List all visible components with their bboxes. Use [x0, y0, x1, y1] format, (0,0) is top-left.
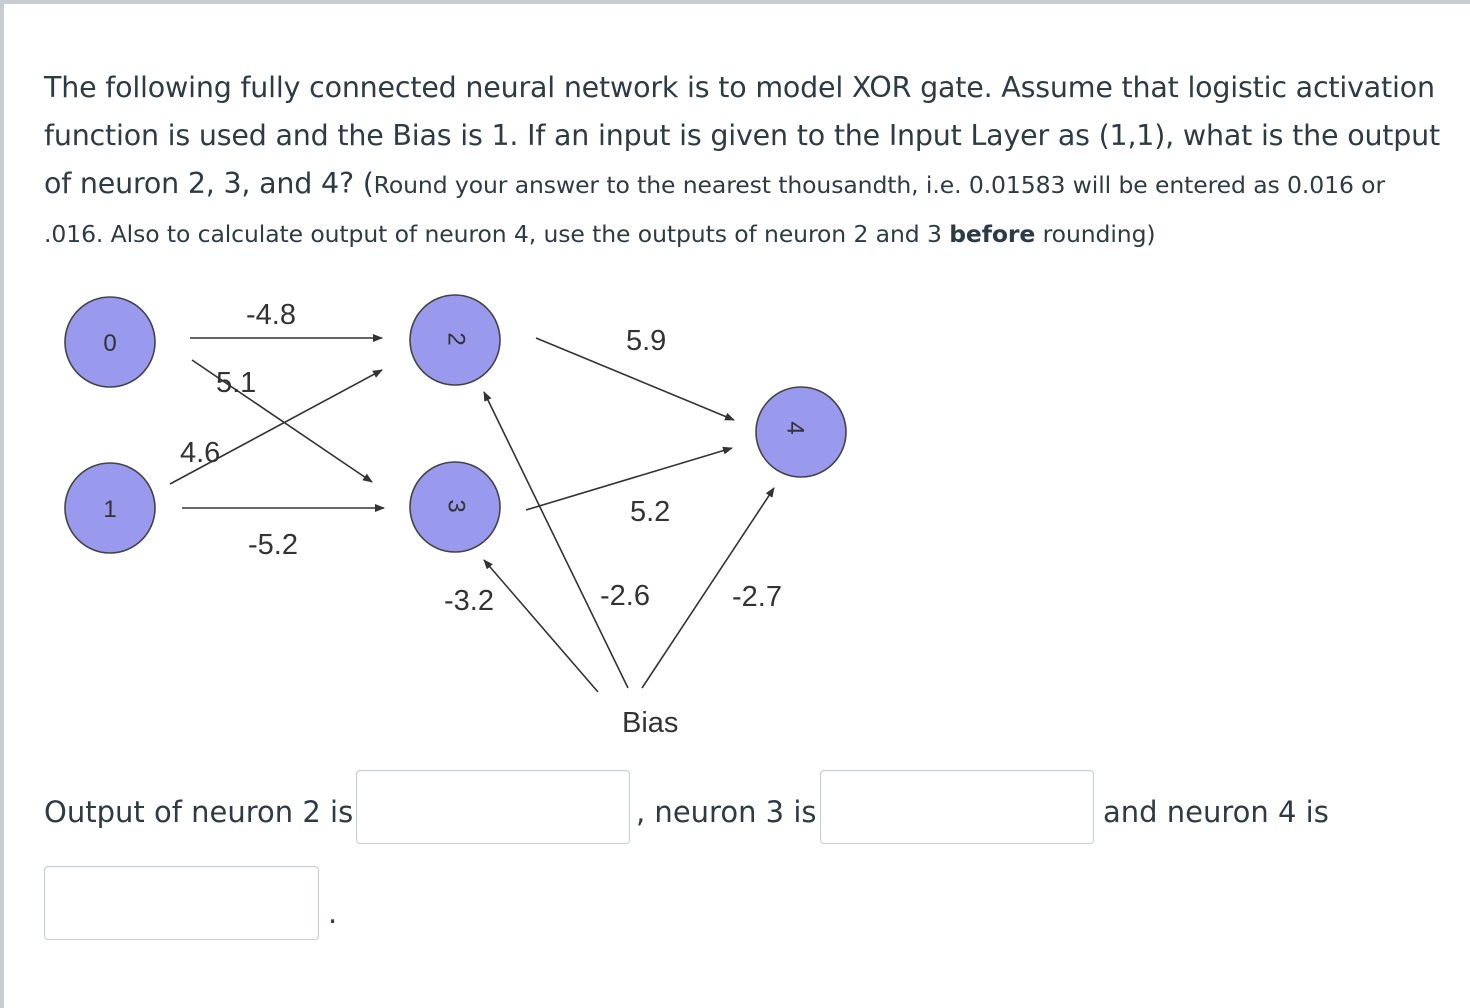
question-note-pre: Round your answer to the nearest thousan… — [44, 171, 1386, 248]
neuron-2-prompt: Output of neuron 2 is — [44, 795, 354, 829]
weight-bias-2: -2.6 — [600, 580, 650, 612]
neuron-2-label: 2 — [443, 332, 470, 345]
neuron-0-label: 0 — [103, 330, 116, 357]
question-main: The following fully connected neural net… — [44, 71, 1441, 200]
question-note-post: rounding) — [1035, 220, 1156, 248]
weight-0-3: 5.1 — [216, 367, 256, 399]
neuron-1 — [64, 462, 156, 554]
left-border — [0, 0, 4, 1008]
edge-3-4 — [525, 446, 733, 511]
neuron-2 — [409, 294, 501, 386]
neuron-4-label: 4 — [782, 421, 809, 434]
edge-2-4 — [535, 337, 735, 421]
neuron-3 — [409, 461, 501, 553]
edge-bias-2 — [483, 391, 629, 689]
weight-0-2: -4.8 — [246, 299, 296, 331]
weight-3-4: 5.2 — [630, 496, 670, 528]
edges — [169, 334, 775, 693]
edge-bias-3 — [483, 559, 599, 693]
neuron-3-label: 3 — [443, 499, 470, 512]
neurons — [64, 294, 847, 554]
neuron-4-answer-input[interactable] — [44, 866, 319, 940]
question-text: The following fully connected neural net… — [44, 64, 1444, 258]
weight-1-2: 4.6 — [180, 437, 220, 469]
end-period: . — [328, 896, 338, 930]
neuron-2-answer-input[interactable] — [356, 770, 630, 844]
neuron-3-prompt: , neuron 3 is — [636, 795, 817, 829]
weight-1-3: -5.2 — [248, 529, 298, 561]
top-border — [0, 0, 1470, 4]
weight-labels: -4.8 5.1 4.6 -5.2 5.9 5.2 -3.2 -2.6 -2.7… — [180, 299, 782, 739]
weight-bias-3: -3.2 — [444, 585, 494, 617]
edge-0-3 — [191, 359, 373, 483]
neuron-labels: 0 1 2 3 4 — [103, 330, 808, 523]
question-note: Round your answer to the nearest thousan… — [44, 171, 1385, 248]
weight-bias-4: -2.7 — [732, 581, 782, 613]
neuron-4 — [755, 386, 847, 478]
neuron-1-label: 1 — [103, 496, 116, 523]
question-note-bold: before — [949, 220, 1036, 248]
neuron-0 — [64, 296, 156, 388]
weight-2-4: 5.9 — [626, 325, 666, 357]
edge-bias-4 — [641, 487, 775, 689]
neuron-3-answer-input[interactable] — [820, 770, 1094, 844]
edge-1-2 — [169, 369, 383, 485]
neuron-4-prompt: and neuron 4 is — [1103, 795, 1329, 829]
bias-label: Bias — [622, 707, 678, 739]
